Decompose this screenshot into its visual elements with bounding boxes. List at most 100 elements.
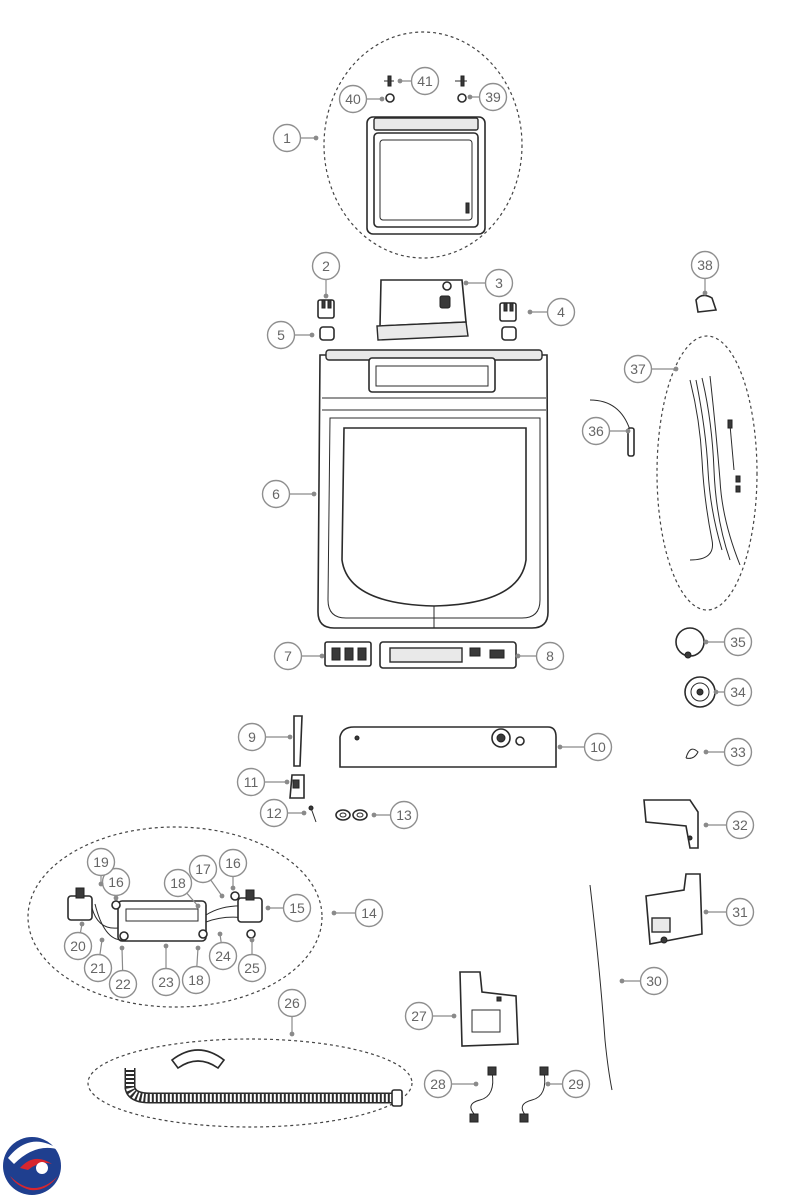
group-outline-drain-hose xyxy=(87,1038,413,1128)
callout-label: 18 xyxy=(170,875,186,891)
callout-17: 17 xyxy=(188,854,218,884)
leader-dot xyxy=(230,885,236,891)
group-outline-wiring xyxy=(656,335,758,611)
leader-dot xyxy=(301,810,307,816)
callout-circle xyxy=(208,941,238,971)
callout-circle xyxy=(690,250,720,280)
part-wire-harness xyxy=(689,375,741,566)
part-screw xyxy=(308,805,317,823)
part-clip xyxy=(685,748,699,759)
callout-label: 19 xyxy=(93,854,109,870)
callout-label: 12 xyxy=(266,805,282,821)
brand-logo-icon xyxy=(3,1137,61,1195)
leader-dot xyxy=(287,734,293,740)
callout-circle xyxy=(259,798,289,828)
callout-label: 6 xyxy=(272,486,280,502)
callout-circle xyxy=(389,800,419,830)
callout-circle xyxy=(163,868,193,898)
callout-2: 2 xyxy=(311,251,341,281)
callout-41: 41 xyxy=(410,66,440,96)
callout-26: 26 xyxy=(277,988,307,1018)
part-inlet-hose-left xyxy=(469,1066,497,1123)
callout-circle xyxy=(282,893,312,923)
callout-circle xyxy=(236,767,266,797)
callout-circle xyxy=(181,965,211,995)
callout-label: 16 xyxy=(108,874,124,890)
callout-circle xyxy=(583,732,613,762)
callout-circle xyxy=(266,320,296,350)
part-side-bracket-lower xyxy=(645,873,703,945)
callout-19: 19 xyxy=(86,847,116,877)
callout-label: 22 xyxy=(115,976,131,992)
leader-dot xyxy=(467,94,473,100)
callout-33: 33 xyxy=(723,737,753,767)
callout-label: 31 xyxy=(732,904,748,920)
part-lid xyxy=(366,116,486,235)
part-rear-bracket xyxy=(459,971,519,1047)
callout-circle xyxy=(725,897,755,927)
callout-21: 21 xyxy=(83,953,113,983)
part-hinge-right xyxy=(499,302,517,322)
callout-label: 30 xyxy=(646,973,662,989)
callout-circle xyxy=(723,737,753,767)
callout-label: 3 xyxy=(495,275,503,291)
callout-18: 18 xyxy=(181,965,211,995)
callout-circle xyxy=(535,641,565,671)
callout-24: 24 xyxy=(208,941,238,971)
callout-label: 24 xyxy=(215,948,231,964)
callout-circle xyxy=(261,479,291,509)
callout-label: 33 xyxy=(730,744,746,760)
callout-39: 39 xyxy=(478,82,508,112)
part-control-panel xyxy=(339,726,557,768)
callout-label: 13 xyxy=(396,807,412,823)
part-water-inlet-assembly xyxy=(67,887,263,942)
callout-label: 20 xyxy=(70,938,86,954)
callout-circle xyxy=(86,847,116,877)
leader-dot xyxy=(249,937,255,943)
callout-label: 37 xyxy=(630,361,646,377)
leader-dot xyxy=(319,653,325,659)
part-inlet-hose-right xyxy=(519,1066,549,1123)
part-control-module xyxy=(324,641,372,667)
leader-dot xyxy=(557,744,563,750)
part-pulley xyxy=(684,676,716,708)
callout-label: 16 xyxy=(225,855,241,871)
callout-5: 5 xyxy=(266,320,296,350)
part-small-connector xyxy=(695,294,718,313)
callout-7: 7 xyxy=(273,641,303,671)
callout-label: 7 xyxy=(284,648,292,664)
callout-3: 3 xyxy=(484,268,514,298)
callout-circle xyxy=(338,84,368,114)
group-outline-lid xyxy=(323,31,523,259)
leader-dot xyxy=(703,749,709,755)
part-lid-switch xyxy=(289,774,305,799)
leader-dot xyxy=(703,639,709,645)
leader-dot xyxy=(79,921,85,927)
callout-circle xyxy=(272,123,302,153)
callout-circle xyxy=(484,268,514,298)
leader-dot xyxy=(625,428,631,434)
part-sensor xyxy=(589,399,635,457)
callout-label: 38 xyxy=(697,257,713,273)
callout-circle xyxy=(581,416,611,446)
callout-label: 4 xyxy=(557,304,565,320)
part-drain-hose xyxy=(124,1049,403,1107)
leader-dot xyxy=(313,135,319,141)
callout-1: 1 xyxy=(272,123,302,153)
callout-29: 29 xyxy=(561,1069,591,1099)
leader-dot xyxy=(473,1081,479,1087)
callout-circle xyxy=(478,82,508,112)
callout-label: 14 xyxy=(361,905,377,921)
leader-dot xyxy=(323,293,329,299)
leader-dot xyxy=(702,290,708,296)
callout-label: 1 xyxy=(283,130,291,146)
callout-circle xyxy=(151,967,181,997)
leader-dot xyxy=(219,893,225,899)
leader-dot xyxy=(195,903,201,909)
leader-dot xyxy=(163,943,169,949)
callout-35: 35 xyxy=(723,627,753,657)
callout-label: 9 xyxy=(248,729,256,745)
callout-label: 29 xyxy=(568,1076,584,1092)
callout-38: 38 xyxy=(690,250,720,280)
